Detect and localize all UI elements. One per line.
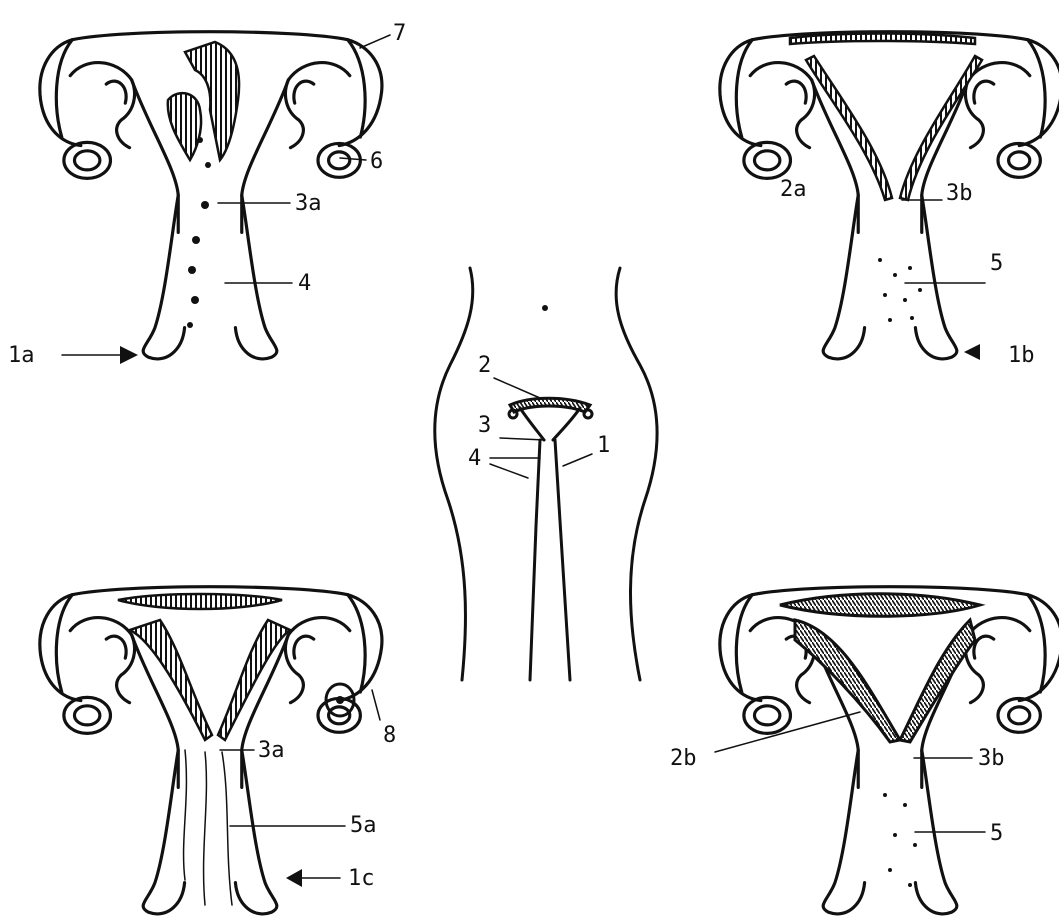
endometrium-thin — [790, 34, 975, 45]
label-5: 5 — [990, 251, 1003, 276]
label-4: 4 — [298, 271, 311, 296]
endometrium-thick-right — [900, 620, 975, 742]
label-1c: 1c — [348, 866, 375, 891]
label-4-vagina: 4 — [468, 446, 481, 471]
endometrium-fragment — [168, 93, 201, 160]
label-2-uterus: 2 — [478, 353, 491, 378]
cervical-mucus-dots — [878, 258, 922, 322]
cervical-mucus-dots-d — [883, 793, 917, 887]
label-8: 8 — [383, 723, 396, 748]
panel-body-overview: 2 3 4 1 — [435, 268, 657, 680]
label-3-cervix: 3 — [478, 413, 491, 438]
endometrium-left — [806, 56, 892, 200]
panel-secretory-phase: 2b 3b 5 — [670, 587, 1059, 914]
label-7: 7 — [393, 21, 406, 46]
label-3b-d: 3b — [978, 746, 1005, 771]
panel-ovulation-phase: 8 3a 5a 1c — [40, 587, 396, 914]
label-6: 6 — [370, 149, 383, 174]
endometrium-thick-left — [795, 620, 900, 742]
endometrium-right-c — [218, 620, 290, 740]
panel-menstrual-phase: 7 6 3a 4 1a — [8, 21, 406, 368]
label-3a: 3a — [295, 191, 322, 216]
label-1-opening: 1 — [597, 433, 610, 458]
label-3b: 3b — [946, 181, 973, 206]
label-5-d: 5 — [990, 821, 1003, 846]
endometrium-right — [900, 56, 982, 200]
label-2a: 2a — [780, 177, 807, 202]
label-5a: 5a — [350, 813, 377, 838]
label-3a-c: 3a — [258, 738, 285, 763]
endometrium-top — [118, 594, 282, 609]
endometrium-thick-top — [780, 594, 980, 617]
blood-drops — [187, 137, 211, 328]
panel-proliferative-phase: 2a 3b 5 1b — [720, 32, 1059, 368]
label-1b: 1b — [1008, 343, 1035, 368]
label-2b: 2b — [670, 746, 697, 771]
label-1a: 1a — [8, 343, 35, 368]
